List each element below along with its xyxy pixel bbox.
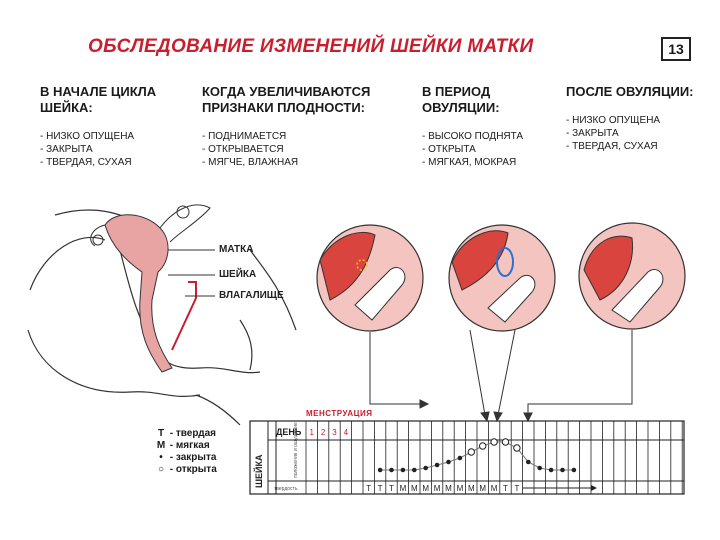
chart-point-closed	[548, 467, 554, 473]
chart-point-open	[490, 438, 498, 446]
zoom-circle-2	[448, 224, 556, 332]
list-item: НИЗКО ОПУЩЕНА	[566, 114, 706, 127]
legend: Т - твердая М - мягкая • - закрыта ○ - о…	[155, 428, 217, 476]
label-leaders	[168, 249, 215, 297]
legend-item: М - мягкая	[156, 440, 210, 451]
chart-firmness-letter: М	[411, 484, 418, 493]
chart-point-closed	[412, 467, 417, 473]
list-item: ВЫСОКО ПОДНЯТА	[422, 130, 562, 143]
chart-firmness-letter: Т	[378, 484, 383, 493]
chart-frame	[249, 420, 685, 495]
chart-firmness-letter: М	[422, 484, 429, 493]
chart-firmness-letter: Т	[514, 484, 519, 493]
list-item: ПОДНИМАЕТСЯ	[202, 130, 412, 143]
column-list: НИЗКО ОПУЩЕНА ЗАКРЫТА ТВЕРДАЯ, СУХАЯ	[40, 130, 210, 169]
chart-firmness-letter: М	[445, 484, 452, 493]
label-vagina: ВЛАГАЛИЩЕ	[219, 290, 284, 301]
chart-row-label-firmness: твердость	[274, 486, 298, 492]
chart-arrows	[369, 329, 633, 423]
column-list: ВЫСОКО ПОДНЯТА ОТКРЫТА МЯГКАЯ, МОКРАЯ	[422, 130, 562, 169]
chart-firmness-letter: Т	[366, 484, 371, 493]
column-list: ПОДНИМАЕТСЯ ОТКРЫВАЕТСЯ МЯГЧЕ, ВЛАЖНАЯ	[202, 130, 412, 169]
list-item: МЯГЧЕ, ВЛАЖНАЯ	[202, 156, 412, 169]
chart-firmness-letter: М	[400, 484, 407, 493]
page-title: ОБСЛЕДОВАНИЕ ИЗМЕНЕНИЙ ШЕЙКИ МАТКИ	[88, 36, 534, 57]
legend-item: ○ - открыта	[157, 464, 217, 475]
chart-firmness-letter: Т	[389, 484, 394, 493]
column-heading: В НАЧАЛЕ ЦИКЛА ШЕЙКА:	[40, 84, 157, 115]
chart-day-number: 1	[309, 428, 314, 437]
list-item: ОТКРЫТА	[422, 143, 562, 156]
chart-point-closed	[434, 462, 440, 468]
page-number: 13	[661, 37, 691, 61]
label-uterus: МАТКА	[219, 244, 254, 255]
chart-point-open	[479, 442, 487, 450]
reproductive-organs	[90, 204, 211, 373]
legend-item: • - закрыта	[159, 452, 217, 463]
chart-firmness-letter: М	[434, 484, 441, 493]
column-heading: КОГДА УВЕЛИЧИВАЮТСЯ ПРИЗНАКИ ПЛОДНОСТИ:	[202, 84, 371, 115]
chart-trend-arrowhead	[591, 485, 597, 491]
chart-point-open	[513, 444, 521, 452]
chart-point-open	[501, 438, 510, 446]
chart-firmness-letter: М	[457, 484, 464, 493]
chart-firmness-letter: М	[468, 484, 475, 493]
chart-day-number: 4	[344, 428, 349, 437]
zoom-circle-1	[316, 224, 424, 332]
chart-row-label-position: положение и ощущение	[293, 422, 299, 478]
chart-day-number: 2	[321, 428, 326, 437]
legend-item: Т - твердая	[157, 428, 216, 439]
chart-firmness-letter: Т	[503, 484, 508, 493]
column-fertility-signs: КОГДА УВЕЛИЧИВАЮТСЯ ПРИЗНАКИ ПЛОДНОСТИ: …	[202, 84, 412, 169]
chart-point-closed	[377, 467, 383, 473]
chart-point-closed	[400, 467, 406, 473]
list-item: ТВЕРДАЯ, СУХАЯ	[40, 156, 210, 169]
chart-point-closed	[526, 459, 531, 465]
chart-firmness-letter: М	[479, 484, 486, 493]
chart-side-label: ШЕЙКА	[253, 454, 264, 488]
list-item: ТВЕРДАЯ, СУХАЯ	[566, 140, 706, 153]
list-item: МЯГКАЯ, МОКРАЯ	[422, 156, 562, 169]
chart-point-closed	[457, 455, 463, 461]
column-heading: ПОСЛЕ ОВУЛЯЦИИ:	[566, 84, 694, 99]
label-cervix: ШЕЙКА	[219, 269, 257, 280]
menstruation-label: МЕНСТРУАЦИЯ	[306, 409, 373, 418]
body-outline	[27, 209, 297, 426]
column-heading: В ПЕРИОД ОВУЛЯЦИИ:	[422, 84, 500, 115]
chart-point-closed	[446, 459, 451, 465]
chart-day-label: ДЕНЬ	[276, 427, 302, 437]
zoom-circle-3	[578, 222, 686, 330]
column-list: НИЗКО ОПУЩЕНА ЗАКРЫТА ТВЕРДАЯ, СУХАЯ	[566, 114, 706, 153]
list-item: ОТКРЫВАЕТСЯ	[202, 143, 412, 156]
column-start-cycle: В НАЧАЛЕ ЦИКЛА ШЕЙКА: НИЗКО ОПУЩЕНА ЗАКР…	[40, 84, 210, 169]
chart-firmness-letter: М	[491, 484, 498, 493]
column-ovulation: В ПЕРИОД ОВУЛЯЦИИ: ВЫСОКО ПОДНЯТА ОТКРЫТ…	[422, 84, 562, 169]
chart-point-closed	[423, 465, 429, 471]
chart-point-closed	[537, 465, 543, 471]
column-after-ovulation: ПОСЛЕ ОВУЛЯЦИИ: НИЗКО ОПУЩЕНА ЗАКРЫТА ТВ…	[566, 84, 706, 153]
list-item: НИЗКО ОПУЩЕНА	[40, 130, 210, 143]
chart-point-open	[467, 448, 475, 456]
chart-point-closed	[571, 467, 577, 473]
chart-point-closed	[389, 467, 394, 473]
chart-day-number: 3	[332, 428, 337, 437]
list-item: ЗАКРЫТА	[40, 143, 210, 156]
list-item: ЗАКРЫТА	[566, 127, 706, 140]
chart-point-closed	[560, 467, 565, 473]
